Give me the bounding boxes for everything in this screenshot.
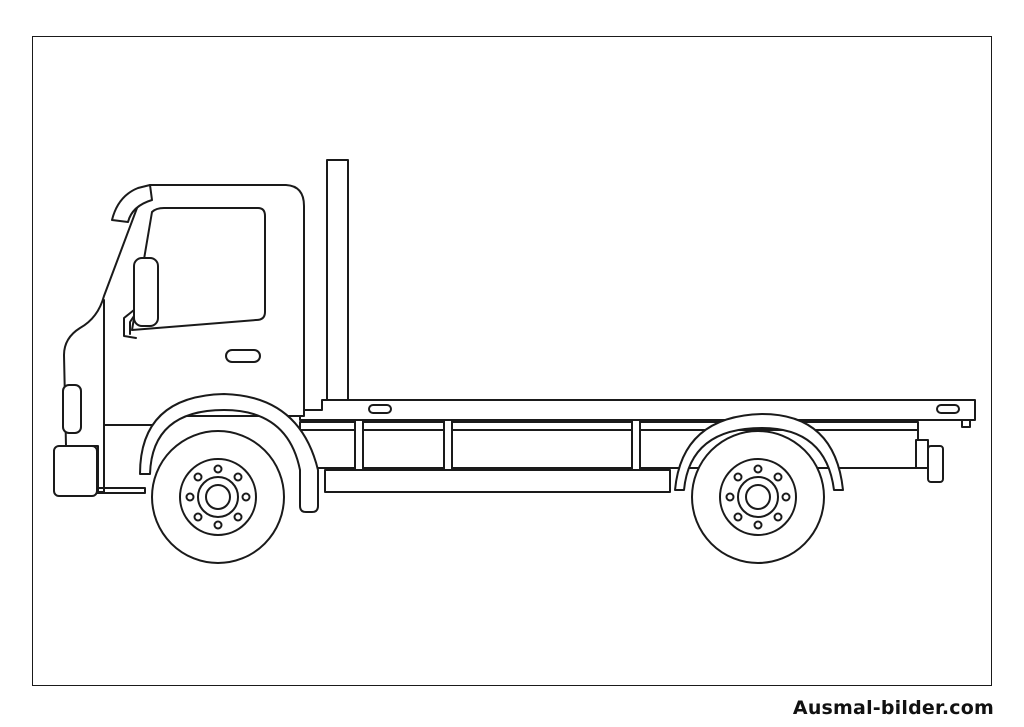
front-fender [139,393,319,513]
rear-post [326,159,349,419]
front-wheel-icon [151,430,285,564]
cab-visor [111,184,153,223]
rear-bumper [915,439,944,483]
front-bumper [53,445,146,497]
side-mirror-icon [123,257,159,339]
rear-wheel-icon [691,430,825,564]
side-skirt [324,469,671,493]
cab-window [131,207,266,331]
door-handle [225,349,261,363]
flatbed-deck [299,399,976,428]
rear-fender [674,413,844,491]
headlight [62,384,82,434]
site-watermark: Ausmal-bilder.com [792,697,994,719]
